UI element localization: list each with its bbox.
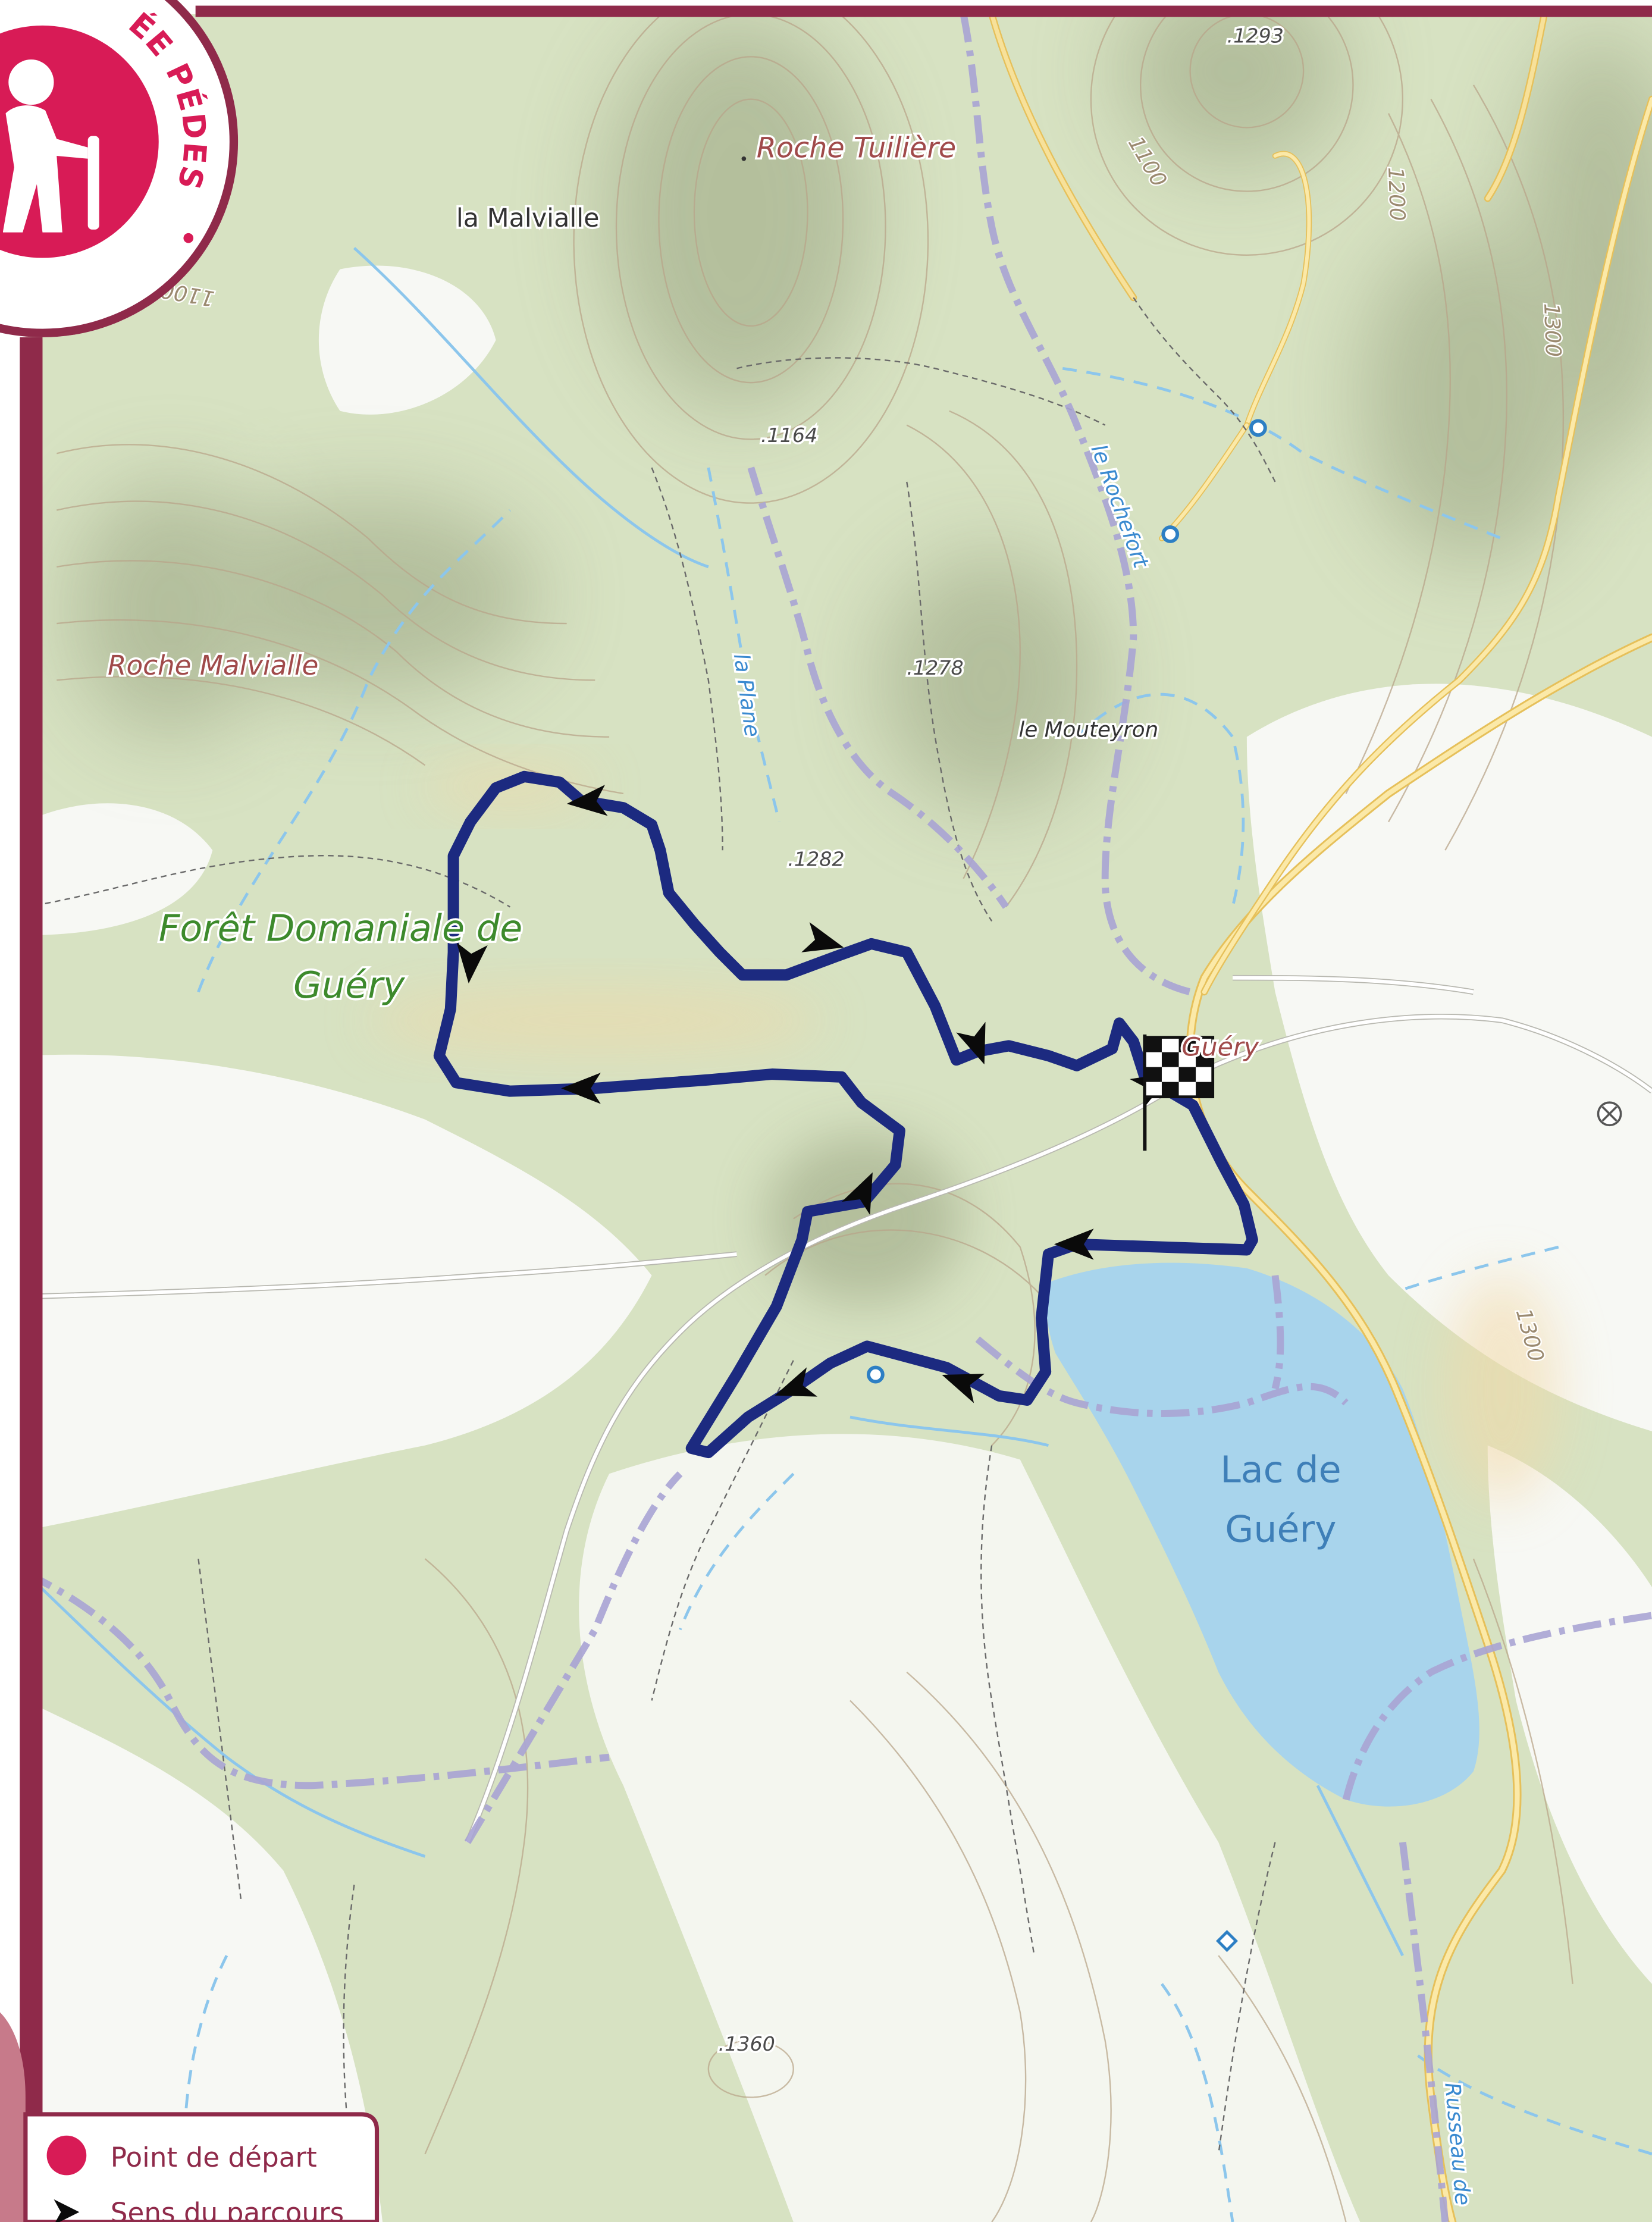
contour-lines: [56, 14, 1573, 2222]
viewpoint-marker: [1597, 1101, 1622, 1127]
place-roche-tuiliere: Roche Tuilière: [757, 131, 956, 164]
roads: [988, 14, 1652, 2222]
lake-name-2: Guéry: [1225, 1508, 1336, 1551]
elevation-1278: .1278: [907, 656, 963, 679]
direction-arrow-icon: [841, 1172, 873, 1215]
direction-arrow-icon: [942, 1374, 985, 1403]
start-point-icon: [46, 2135, 87, 2176]
direction-arrow-icon: [1054, 1228, 1094, 1260]
spring-marker: [866, 1365, 885, 1384]
elevation-1164: .1164: [761, 424, 817, 447]
spring-marker: [1161, 525, 1180, 543]
gr-trails: [25, 14, 1652, 2222]
direction-arrow-icon: [956, 1021, 986, 1065]
frame-corner-accent: [0, 2012, 26, 2222]
hiking-route: [433, 770, 1258, 1459]
elevation-1293: .1293: [1227, 24, 1284, 47]
place-roche-malvialle: Roche Malvialle: [108, 650, 318, 681]
direction-arrow-icon: [561, 1073, 601, 1104]
map-legend: Point de départ Sens du parcours: [23, 2112, 380, 2222]
place-guery: Guéry: [1181, 1033, 1259, 1063]
start-flag-icon: [1143, 1034, 1215, 1151]
contour-label-1200: 1200: [1383, 167, 1409, 221]
hiker-icon: [2, 59, 99, 233]
relief-shading: [71, 14, 1652, 1304]
clearing-patches: [368, 765, 1559, 1502]
lac-de-guery: [1046, 1262, 1479, 1807]
lake-name-1: Lac de: [1220, 1449, 1341, 1491]
meadow-areas: [25, 265, 1652, 2222]
direction-arrow-icon: [456, 942, 488, 983]
spring-marker: [1249, 419, 1267, 437]
elevation-1282: .1282: [788, 847, 844, 870]
direction-arrows: [456, 785, 1172, 1403]
place-foret-domaniale: Forêt Domaniale de: [159, 907, 522, 950]
footpaths: [25, 297, 1276, 2183]
rivers: [25, 247, 1404, 1957]
direction-arrow-icon: [54, 2199, 80, 2222]
randonnee-badge: ÉE PÉDESTRE: [0, 0, 264, 337]
elevation-1360: .1360: [718, 2032, 775, 2055]
direction-arrow-icon: [801, 922, 844, 952]
water-point-marker: [1215, 1930, 1239, 1953]
direction-arrow-icon: [775, 1367, 818, 1397]
direction-arrow-icon: [566, 785, 608, 816]
legend-direction-label: Sens du parcours: [111, 2197, 344, 2222]
place-le-mouteyron: le Mouteyron: [1018, 718, 1158, 742]
place-la-malvialle: la Malvialle: [456, 203, 600, 233]
place-foret-domaniale-2: Guéry: [293, 964, 406, 1007]
legend-start-label: Point de départ: [111, 2142, 317, 2173]
contour-label-1300: 1300: [1539, 303, 1565, 358]
